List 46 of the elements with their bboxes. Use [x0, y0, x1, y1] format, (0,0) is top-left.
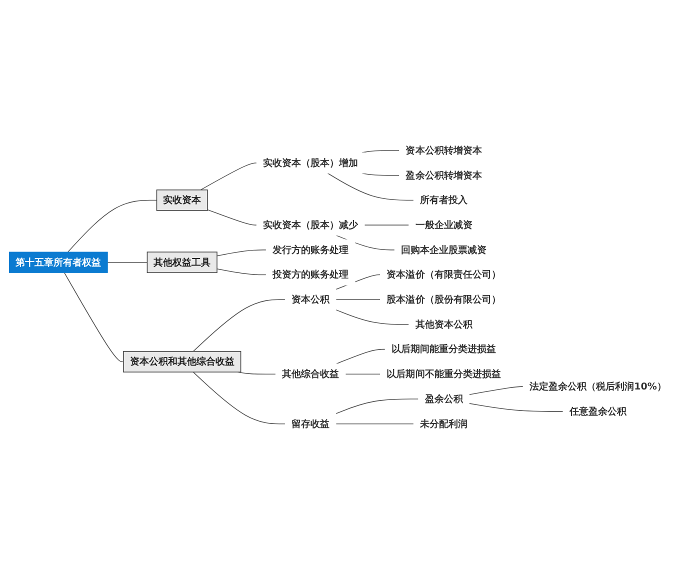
connector — [67, 200, 158, 252]
node-text: 任意盈余公积 — [569, 406, 626, 417]
node-text: 盈余公积 — [424, 393, 463, 404]
connector — [468, 402, 564, 412]
node-text: 投资方的账务处理 — [272, 269, 349, 280]
node-box: 第十五章所有者权益 — [8, 252, 108, 273]
node-text: 资本公积 — [292, 294, 330, 305]
node-text: 资本公积转增资本 — [406, 144, 482, 156]
node-text: 一般企业减资 — [415, 219, 472, 230]
connector — [192, 371, 286, 424]
connector — [200, 162, 258, 190]
node-text: 资本溢价（有限责任公司） — [386, 269, 501, 280]
connector — [336, 423, 414, 424]
node-text: 盈余公积转增资本 — [406, 170, 482, 181]
node-text: 所有者投入 — [420, 194, 468, 206]
connector — [64, 272, 124, 362]
connector — [216, 268, 267, 275]
node-text: 实收资本（股本）减少 — [263, 219, 358, 230]
node-text: 以后期间能重分类进损益 — [391, 344, 496, 355]
connector — [336, 348, 386, 364]
node-text: 股本溢价（股份有限公司） — [386, 294, 501, 305]
connector — [327, 172, 414, 200]
connector — [236, 371, 276, 374]
node-text: 实收资本（股本）增加 — [263, 157, 358, 168]
connector — [364, 224, 410, 226]
node-box: 实收资本 — [156, 189, 208, 211]
node-text: 法定盈余公积（税后利润10%） — [529, 380, 666, 392]
connector — [362, 150, 400, 153]
node-box: 其他权益工具 — [146, 251, 218, 273]
node-text: 其他资本公积 — [415, 318, 472, 330]
node-text: 以后期间不能重分类进损益 — [386, 368, 501, 380]
connector — [216, 249, 267, 256]
node-text: 回购本企业股票减资 — [400, 244, 487, 256]
connector — [207, 209, 258, 226]
node-text: 其他综合收益 — [282, 368, 340, 380]
connector — [192, 299, 286, 352]
connector — [336, 299, 381, 300]
node-text: 留存收益 — [292, 418, 330, 430]
node-text: 发行方的账务处理 — [272, 244, 349, 256]
connector — [468, 386, 524, 395]
connector — [336, 309, 410, 325]
node-box: 资本公积和其他综合收益 — [123, 350, 242, 372]
connector — [362, 172, 400, 176]
node-text: 未分配利润 — [420, 418, 468, 430]
connector — [336, 398, 419, 414]
connector — [107, 262, 148, 263]
